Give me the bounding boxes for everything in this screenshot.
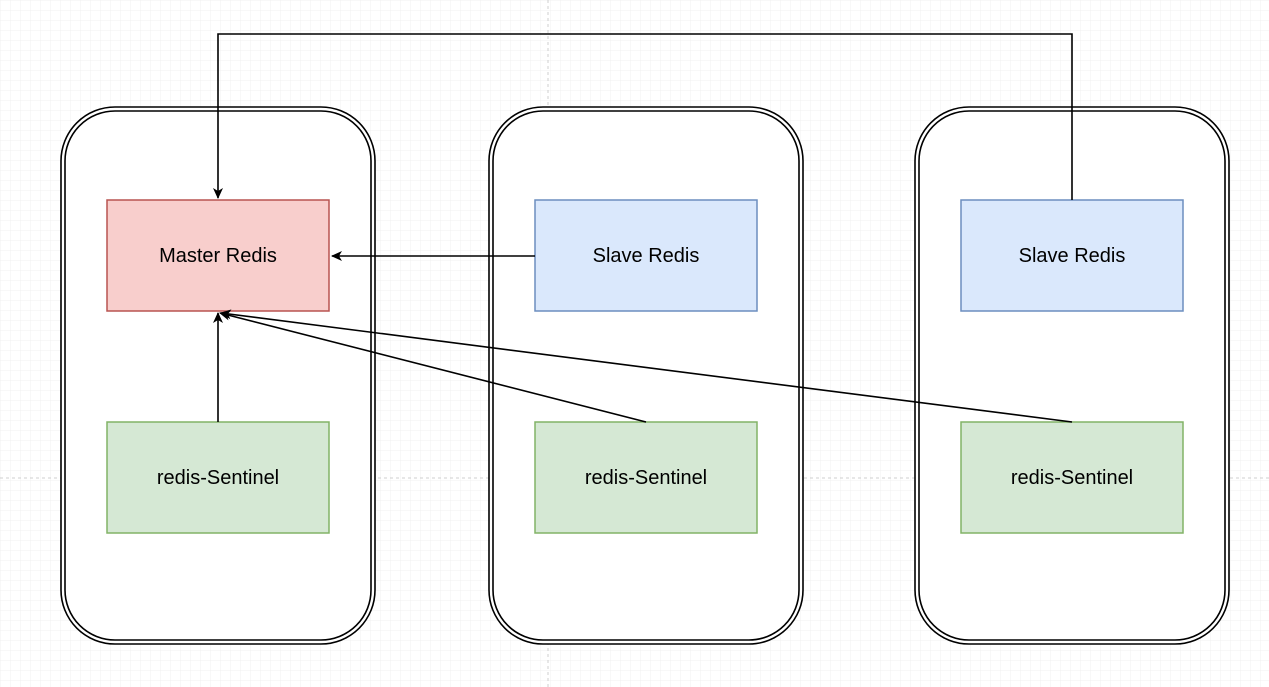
master-redis-label: Master Redis <box>159 245 277 267</box>
sentinel-box <box>960 421 1184 534</box>
edge-sentinel2-to-master[interactable] <box>219 310 647 423</box>
slave-redis-box <box>960 199 1184 312</box>
container-outer-border <box>488 106 804 645</box>
container-inner-border <box>492 110 800 641</box>
server-container-2[interactable] <box>488 106 804 645</box>
sentinel-node-3[interactable]: redis-Sentinel <box>960 421 1184 534</box>
slave-redis-node-1[interactable]: Slave Redis <box>534 199 758 312</box>
slave-redis-box <box>534 199 758 312</box>
master-redis-node[interactable]: Master Redis <box>106 199 330 312</box>
sentinel-box <box>534 421 758 534</box>
sentinel-node-1[interactable]: redis-Sentinel <box>106 421 330 534</box>
sentinel-node-2[interactable]: redis-Sentinel <box>534 421 758 534</box>
sentinel-label: redis-Sentinel <box>585 467 707 489</box>
sentinel-box <box>106 421 330 534</box>
edge-sentinel3-to-master[interactable] <box>220 309 1073 423</box>
sentinel-label: redis-Sentinel <box>1011 467 1133 489</box>
slave-redis-label: Slave Redis <box>593 245 700 267</box>
slave-redis-node-2[interactable]: Slave Redis <box>960 199 1184 312</box>
edge-slave2-to-master[interactable] <box>213 33 1073 200</box>
sentinel-label: redis-Sentinel <box>157 467 279 489</box>
slave-redis-label: Slave Redis <box>1019 245 1126 267</box>
master-redis-box <box>106 199 330 312</box>
